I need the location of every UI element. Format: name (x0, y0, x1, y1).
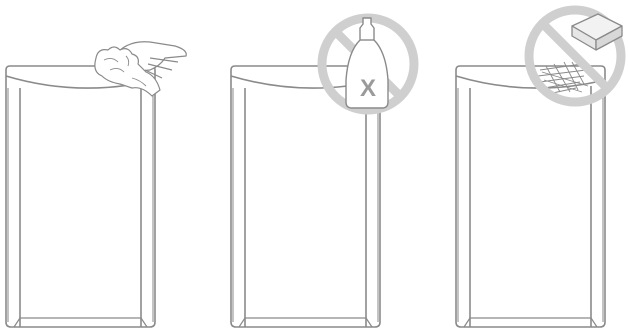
panel-1 (5, 41, 187, 328)
panel-2: X (230, 13, 419, 328)
prohibited-sign-icon-2 (524, 5, 626, 107)
appliance-panel-2 (230, 65, 381, 328)
scratch-marks-icon (537, 61, 589, 95)
abrasive-sponge-icon (571, 13, 623, 51)
bottle-mark-label: X (360, 75, 376, 102)
panel-3 (455, 5, 626, 328)
cloth-icon (94, 46, 161, 97)
appliance-panel-3 (455, 65, 606, 328)
appliance-panel-1 (5, 65, 156, 328)
detergent-bottle-icon (345, 17, 389, 109)
